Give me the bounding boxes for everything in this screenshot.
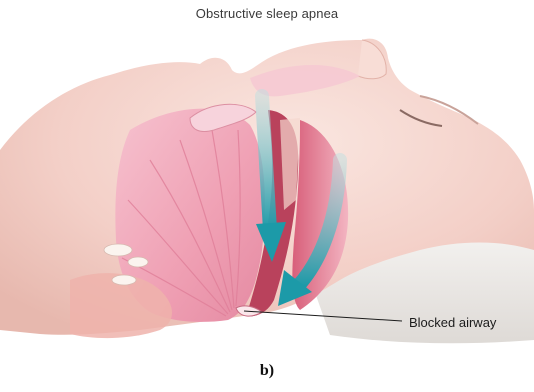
- figure-title: Obstructive sleep apnea: [0, 6, 534, 21]
- blocked-airway-label: Blocked airway: [409, 315, 496, 330]
- figure-caption: b): [0, 362, 534, 380]
